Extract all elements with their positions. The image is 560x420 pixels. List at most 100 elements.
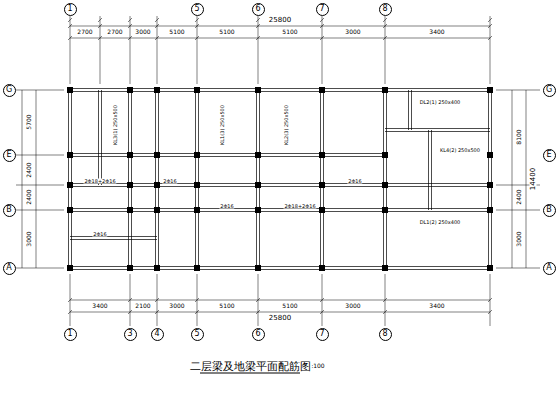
axis-bubble: 5 [191, 328, 204, 341]
total-dimension: 14400 [530, 167, 537, 191]
axis-label: 7 [319, 5, 324, 13]
column [382, 265, 388, 271]
column [127, 87, 133, 93]
column [194, 265, 200, 271]
axis-label: 4 [154, 330, 159, 338]
beam-line [155, 90, 156, 268]
column [255, 87, 261, 93]
column [67, 87, 73, 93]
axis-bubble: 3 [124, 328, 137, 341]
dimension: 2100 [134, 303, 151, 309]
dimension: 2400 [26, 188, 32, 205]
column [255, 182, 261, 188]
axis-bubble: 8 [379, 328, 392, 341]
beam-line [70, 153, 385, 154]
axis-label: 1 [67, 5, 72, 13]
rebar-label: 2Φ18+2Φ16 [83, 179, 116, 184]
beam-line [101, 90, 102, 185]
beam-line [386, 90, 387, 268]
axis-label: 6 [255, 330, 260, 338]
dimension: 5100 [218, 29, 235, 35]
dimension: 3400 [428, 29, 445, 35]
dimension: 3400 [91, 303, 108, 309]
beam-line [195, 90, 196, 268]
column [154, 265, 160, 271]
axis-bubble: 7 [316, 328, 329, 341]
axis-bubble: A [543, 262, 556, 275]
axis-bubble: B [3, 204, 16, 217]
column [487, 87, 493, 93]
column [154, 87, 160, 93]
column [194, 152, 200, 158]
dimension: 8100 [516, 128, 522, 145]
total-dimension: 25800 [268, 17, 292, 24]
axis-bubble: E [3, 149, 16, 162]
axis-label: E [546, 151, 551, 159]
column [487, 207, 493, 213]
beam-line [70, 239, 157, 240]
beam-line [320, 90, 321, 268]
column [382, 87, 388, 93]
beam-line [131, 90, 132, 268]
dimension: 2400 [516, 188, 522, 205]
column [127, 182, 133, 188]
axis-label: G [546, 86, 552, 94]
beam-line [408, 90, 409, 130]
dimension: 5100 [168, 29, 185, 35]
axis-bubble: 8 [379, 3, 392, 16]
rebar-label: 2Φ16 [92, 232, 107, 237]
axis-bubble: A [3, 262, 16, 275]
column [319, 207, 325, 213]
column [67, 182, 73, 188]
beam-line [385, 131, 490, 132]
column [127, 152, 133, 158]
dimension: 3000 [134, 29, 151, 35]
dimension-lines [16, 16, 540, 373]
beam-line [128, 90, 129, 268]
beam-label: DL2(1) 250x400 [419, 100, 462, 105]
column [154, 182, 160, 188]
axis-bubble: 1 [64, 3, 77, 16]
beam-label: DL1(2) 250x400 [419, 220, 462, 225]
rebar-label: 2Φ16 [219, 204, 234, 209]
rebar-label: 2Φ16 [347, 179, 362, 184]
column [382, 207, 388, 213]
rebar-label: 2Φ16 [162, 179, 177, 184]
beam-line [488, 90, 489, 268]
beam-line [385, 128, 490, 129]
beam-line [411, 90, 412, 130]
column [194, 182, 200, 188]
drawing-title: 二层梁及地梁平面配筋图 [189, 361, 312, 372]
beam-line [70, 236, 157, 237]
column [487, 182, 493, 188]
column [67, 207, 73, 213]
total-dimension: 25800 [268, 315, 292, 322]
beam-line [491, 90, 492, 268]
axis-label: 8 [382, 5, 387, 13]
axis-label: G [6, 86, 12, 94]
dimension: 3000 [26, 230, 32, 247]
axis-label: B [6, 206, 12, 214]
axis-label: 6 [255, 5, 260, 13]
column [382, 182, 388, 188]
column [319, 87, 325, 93]
dimension: 3400 [428, 303, 445, 309]
beam-line [428, 130, 429, 210]
beam-line [158, 90, 159, 268]
column [319, 265, 325, 271]
column [255, 152, 261, 158]
axis-bubble: 5 [191, 3, 204, 16]
column [67, 265, 73, 271]
beam-label: KL2(3) 250x500 [284, 104, 289, 146]
axis-label: 5 [194, 330, 199, 338]
axis-bubble: E [543, 149, 556, 162]
column [319, 182, 325, 188]
axis-bubble: B [543, 204, 556, 217]
dimension: 3000 [168, 303, 185, 309]
beam-line [259, 90, 260, 268]
axis-label: 3 [127, 330, 132, 338]
axis-label: E [6, 151, 11, 159]
column [194, 207, 200, 213]
